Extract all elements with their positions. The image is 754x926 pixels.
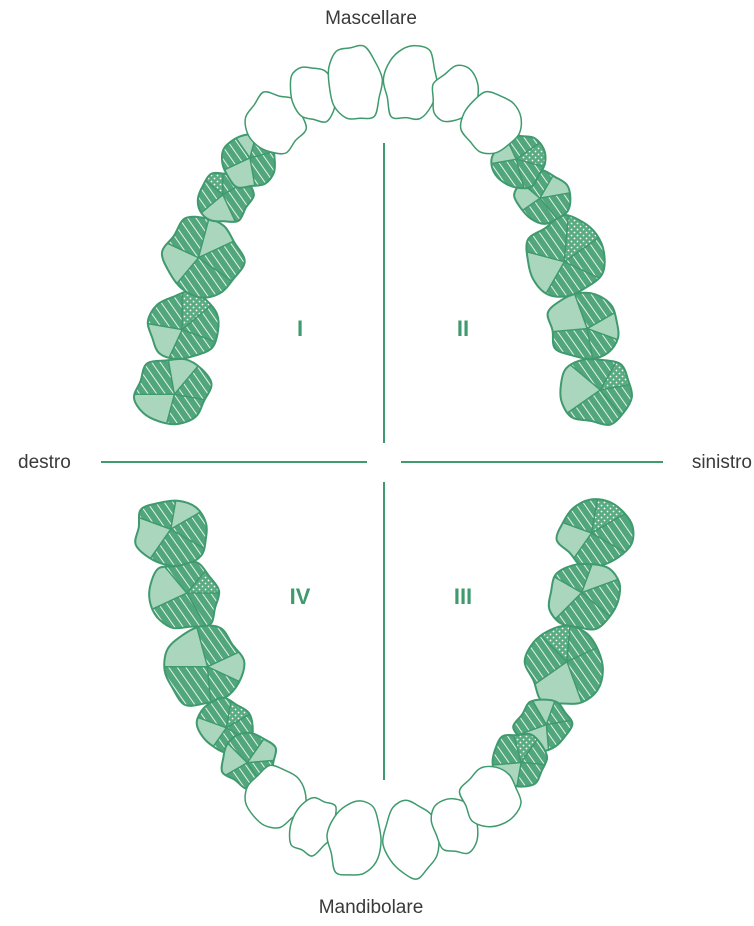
quadrant-3-label: III <box>454 584 472 609</box>
quadrant-4-label: IV <box>290 584 311 609</box>
right-side-label: destro <box>18 452 71 473</box>
left-side-label: sinistro <box>692 452 752 473</box>
tooth-lower-central-incisor <box>383 800 439 879</box>
tooth-upper-central-incisor <box>328 45 382 119</box>
maxillary-label: Mascellare <box>325 8 417 29</box>
quadrant-2-label: II <box>457 316 469 341</box>
quadrant-1-label: I <box>297 316 303 341</box>
tooth-upper-central-incisor <box>383 46 437 120</box>
mandibular-label: Mandibolare <box>319 897 424 918</box>
